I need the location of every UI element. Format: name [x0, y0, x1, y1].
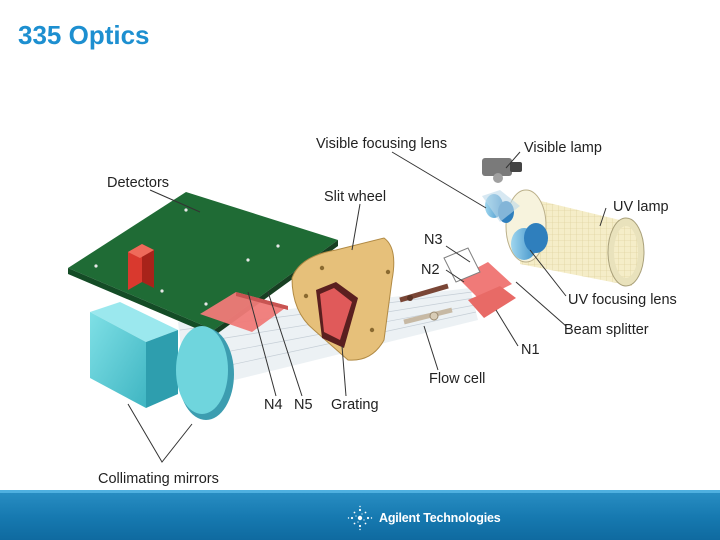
label-n3: N3 — [424, 232, 443, 248]
brand-name: Agilent Technologies — [379, 511, 501, 525]
footer-bar — [0, 490, 720, 540]
diagram-labels: Visible focusing lens Visible lamp Detec… — [98, 136, 677, 487]
collimating-mirror-round — [176, 326, 234, 420]
label-uv-lamp: UV lamp — [613, 199, 669, 215]
agilent-spark-icon — [347, 505, 373, 531]
leader-lines — [127, 151, 607, 463]
collimating-mirror-block — [90, 302, 178, 408]
label-slit-wheel: Slit wheel — [324, 189, 386, 205]
visible-focusing-lens — [482, 190, 520, 223]
detector-chip — [128, 244, 154, 290]
flow-cell — [399, 283, 453, 325]
grating — [316, 282, 358, 348]
slide-title: 335 Optics — [18, 20, 150, 50]
label-n4: N4 — [264, 397, 283, 413]
optics-diagram: Visible focusing lens Visible lamp Detec… — [68, 136, 677, 487]
uv-focusing-lens — [511, 223, 548, 260]
agilent-logo: Agilent Technologies — [347, 505, 501, 531]
label-flow-cell: Flow cell — [429, 371, 485, 387]
label-n5: N5 — [294, 397, 313, 413]
beam-splitter-assembly — [443, 247, 516, 318]
label-grating: Grating — [331, 397, 379, 413]
label-n2: N2 — [421, 262, 440, 278]
label-n1: N1 — [521, 342, 540, 358]
visible-lamp — [482, 158, 522, 183]
label-uv-focusing-lens: UV focusing lens — [568, 292, 677, 308]
label-collimating-mirrors: Collimating mirrors — [98, 471, 219, 487]
label-beam-splitter: Beam splitter — [564, 322, 649, 338]
label-visible-lamp: Visible lamp — [524, 140, 602, 156]
label-visible-focusing-lens: Visible focusing lens — [316, 136, 447, 152]
label-detectors: Detectors — [107, 175, 169, 191]
slit-wheel — [291, 237, 395, 361]
